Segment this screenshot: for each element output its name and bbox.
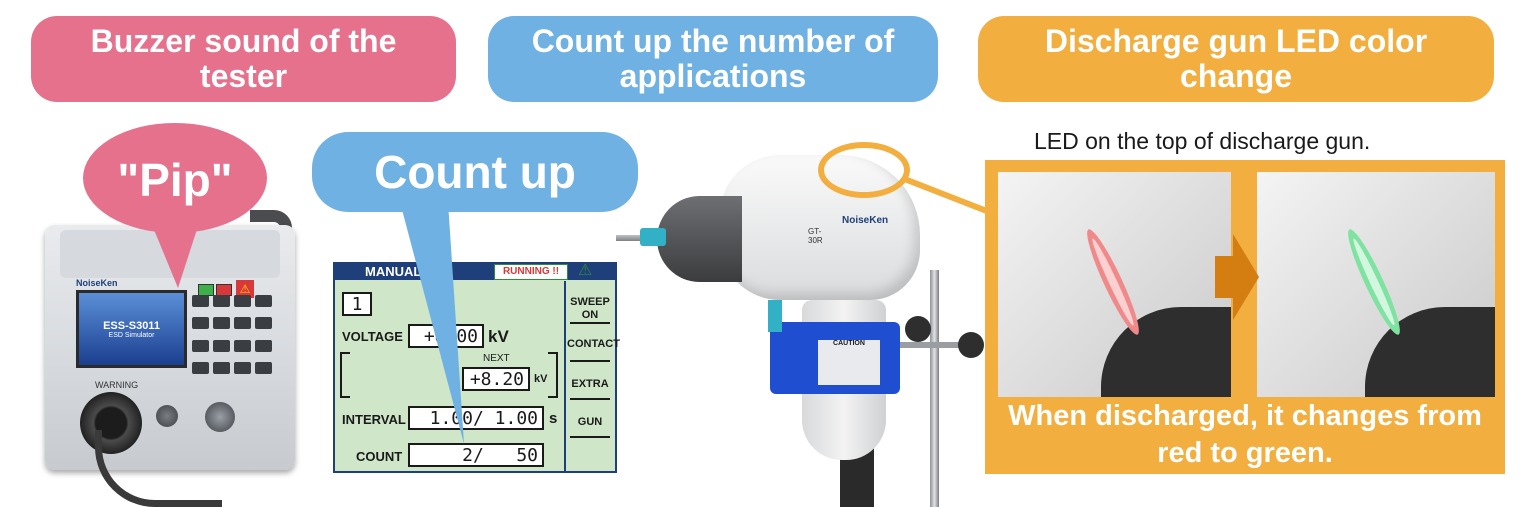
stand-pole: [930, 270, 939, 507]
panel-mode: MANUAL: [365, 264, 422, 279]
interval-label: INTERVAL: [342, 412, 406, 427]
next-label: NEXT: [483, 353, 510, 364]
tester-brand: NoiseKen: [76, 278, 118, 288]
led-green-icon: [1348, 229, 1400, 335]
cable: [95, 430, 222, 507]
gun-tip: [616, 235, 660, 241]
header-led: Discharge gun LED color change: [978, 16, 1494, 102]
gun-nose: [657, 196, 742, 282]
side-button-column: [564, 281, 617, 471]
header-buzzer: Buzzer sound of the tester: [31, 16, 456, 102]
led-caption: LED on the top of discharge gun.: [1034, 128, 1371, 154]
led-photo-green: [1257, 172, 1495, 397]
led-result-text: When discharged, it changes from red to …: [1008, 400, 1482, 469]
count-up-text: Count up: [374, 146, 576, 198]
count-label: COUNT: [356, 449, 403, 464]
count-up-bubble: [312, 132, 638, 444]
warning-icon: ⚠: [236, 280, 254, 298]
bracket-right: [548, 352, 558, 398]
contact-button[interactable]: CONTACT: [567, 338, 620, 350]
gun-model: GT-30R: [808, 227, 823, 245]
tester-screen: ESS-S3011 ESD Simulator: [76, 290, 187, 368]
extra-button[interactable]: EXTRA: [571, 378, 609, 390]
change-arrow-icon: [1215, 234, 1259, 320]
pip-bubble: [83, 123, 267, 288]
led-highlight-circle: [818, 142, 910, 198]
sweep-on-button[interactable]: SWEEP ON: [570, 296, 610, 321]
interval-field[interactable]: 1.00/ 1.00: [408, 406, 544, 430]
rear-knob[interactable]: [156, 405, 178, 427]
voltage-label: VOLTAGE: [342, 329, 403, 344]
gun-brand: NoiseKen: [842, 215, 889, 226]
tester-warning-label: WARNING: [95, 380, 139, 390]
tester-knob[interactable]: [205, 402, 235, 432]
bracket-left: [340, 352, 350, 398]
alert-icon: ⚠: [578, 262, 593, 279]
status-badge: RUNNING !!: [494, 264, 568, 280]
index-field[interactable]: 1: [342, 292, 372, 316]
next-unit: kV: [534, 373, 548, 385]
header-count: Count up the number of applications: [488, 16, 938, 102]
interval-unit: s: [549, 410, 558, 427]
led-red-icon: [1087, 229, 1139, 335]
led-photo-red: [998, 172, 1231, 397]
caution-text: CAUTION: [833, 340, 865, 347]
pip-text: "Pip": [117, 154, 233, 206]
tester-screen-sub: ESD Simulator: [108, 331, 155, 339]
gun-button[interactable]: GUN: [577, 416, 603, 428]
caution-label: CAUTION: [818, 340, 880, 385]
tester-screen-model: ESS-S3011: [103, 319, 160, 332]
tester-keypad[interactable]: [192, 295, 272, 380]
voltage-unit: kV: [488, 327, 509, 346]
count-field[interactable]: 2/ 50: [408, 443, 544, 467]
next-field[interactable]: +8.20: [462, 367, 530, 391]
